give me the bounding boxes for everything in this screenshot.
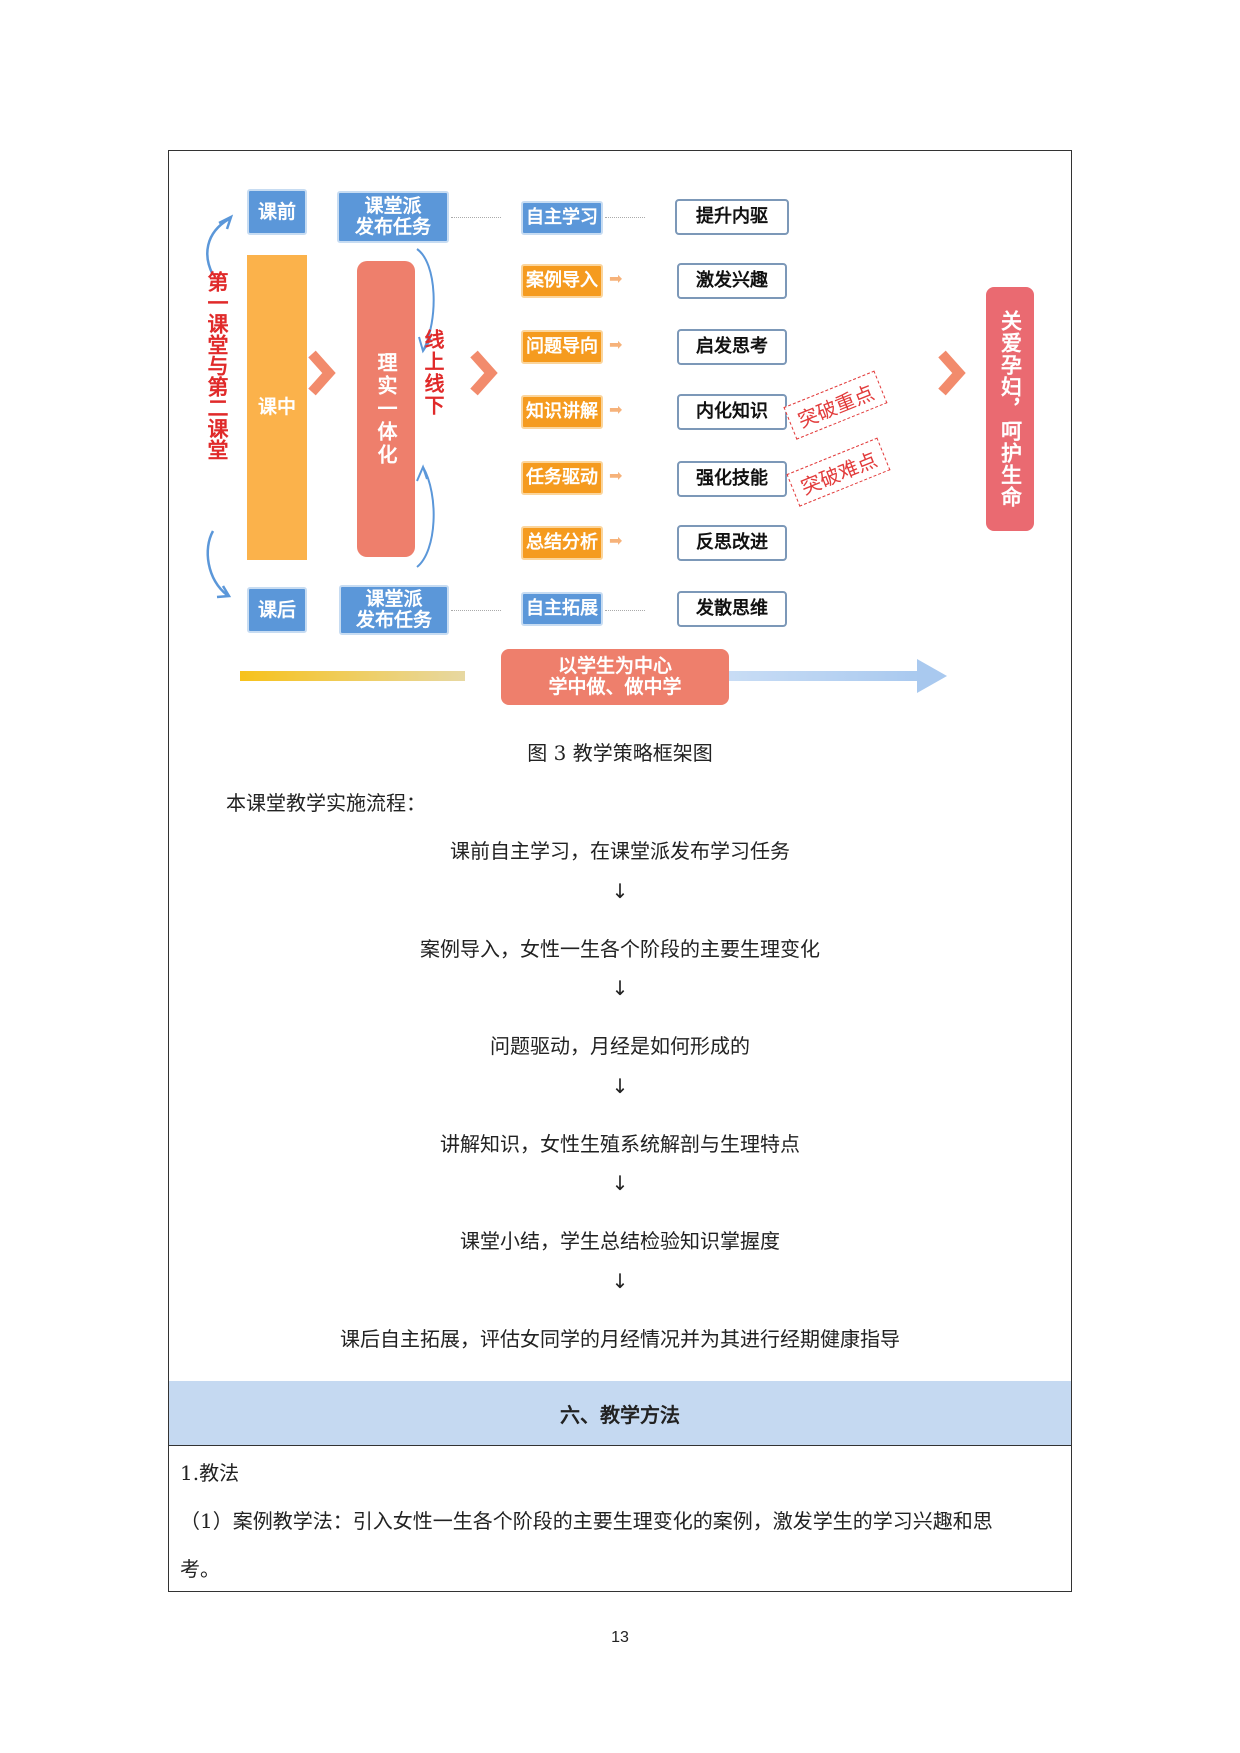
- activity-extension: 自主拓展: [521, 592, 603, 626]
- platform-before: 课堂派 发布任务: [337, 191, 449, 243]
- figure-caption: 图 3 教学策略框架图: [527, 741, 713, 765]
- activity-question-led: 问题导向: [521, 330, 603, 364]
- student-center-line1: 以学生为中心: [557, 655, 672, 678]
- diagram-decorations: [206, 214, 966, 693]
- subheading: 1.教法: [180, 1461, 240, 1485]
- outcome-internalize: 内化知识: [677, 394, 787, 430]
- paragraph-line: （1）案例教学法：引入女性一生各个阶段的主要生理变化的案例，激发学生的学习兴趣和…: [180, 1509, 993, 1533]
- phase-after: 课后: [247, 587, 307, 633]
- flow-step: 课后自主拓展，评估女同学的月经情况并为其进行经期健康指导: [340, 1327, 900, 1351]
- activity-summary: 总结分析: [521, 526, 603, 560]
- arrow-right-icon: ➡: [609, 531, 623, 550]
- platform-before-line2: 发布任务: [354, 216, 431, 238]
- outcome-reflection: 反思改进: [677, 525, 787, 561]
- goal-block: 关爱孕妇，呵护生命: [986, 287, 1034, 531]
- side-label: 第一课堂与第二课堂: [205, 271, 229, 460]
- outcome-skills: 强化技能: [677, 461, 787, 497]
- flow-step: 课堂小结，学生总结检验知识掌握度: [460, 1229, 780, 1253]
- online-offline-label: 线上线下: [421, 329, 445, 417]
- down-arrow-icon: ↓: [611, 879, 629, 903]
- integration-block: 理实一体化: [357, 261, 415, 557]
- platform-after-line2: 发布任务: [355, 609, 432, 631]
- content-table: 第一课堂与第二课堂 课前 课中 课后 课堂派 发布任务 理实一体化 线上线下 课…: [168, 150, 1072, 1592]
- phase-before: 课前: [247, 189, 307, 235]
- down-arrow-icon: ↓: [611, 1171, 629, 1195]
- arrow-right-icon: ➡: [609, 335, 623, 354]
- flow-step: 问题驱动，月经是如何形成的: [490, 1034, 750, 1058]
- student-center-block: 以学生为中心 学中做、做中学: [501, 649, 729, 705]
- flow-intro: 本课堂教学实施流程：: [226, 791, 426, 815]
- connector: [451, 610, 501, 611]
- down-arrow-icon: ↓: [611, 1074, 629, 1098]
- flow-step: 讲解知识，女性生殖系统解剖与生理特点: [440, 1132, 800, 1156]
- outcome-motivation: 提升内驱: [675, 199, 789, 235]
- student-center-line2: 学中做、做中学: [548, 676, 682, 698]
- activity-lecture: 知识讲解: [521, 395, 603, 429]
- platform-before-line1: 课堂派: [364, 195, 422, 218]
- down-arrow-icon: ↓: [611, 976, 629, 1000]
- activity-case-intro: 案例导入: [521, 264, 603, 298]
- page-number: 13: [611, 1629, 629, 1646]
- activity-task-driven: 任务驱动: [521, 461, 603, 495]
- down-arrow-icon: ↓: [611, 1269, 629, 1293]
- paragraph-line: 考。: [180, 1557, 220, 1581]
- outcome-thinking: 启发思考: [677, 329, 787, 365]
- row-divider: [169, 1445, 1071, 1446]
- phase-during: 课中: [247, 255, 307, 560]
- flow-step: 案例导入，女性一生各个阶段的主要生理变化: [420, 937, 820, 961]
- arrow-right-icon: ➡: [609, 400, 623, 419]
- teaching-strategy-diagram: 第一课堂与第二课堂 课前 课中 课后 课堂派 发布任务 理实一体化 线上线下 课…: [169, 151, 1073, 731]
- outcome-divergent: 发散思维: [677, 591, 787, 627]
- connector: [451, 217, 501, 218]
- connector: [605, 610, 645, 611]
- outcome-interest: 激发兴趣: [677, 263, 787, 299]
- platform-after: 课堂派 发布任务: [339, 585, 449, 635]
- arrow-right-icon: ➡: [609, 269, 623, 288]
- platform-after-line1: 课堂派: [365, 588, 423, 611]
- arrow-right-icon: ➡: [609, 466, 623, 485]
- section-heading: 六、教学方法: [169, 1381, 1071, 1445]
- activity-self-study: 自主学习: [521, 201, 603, 235]
- connector: [605, 217, 645, 218]
- flow-step: 课前自主学习，在课堂派发布学习任务: [450, 839, 790, 863]
